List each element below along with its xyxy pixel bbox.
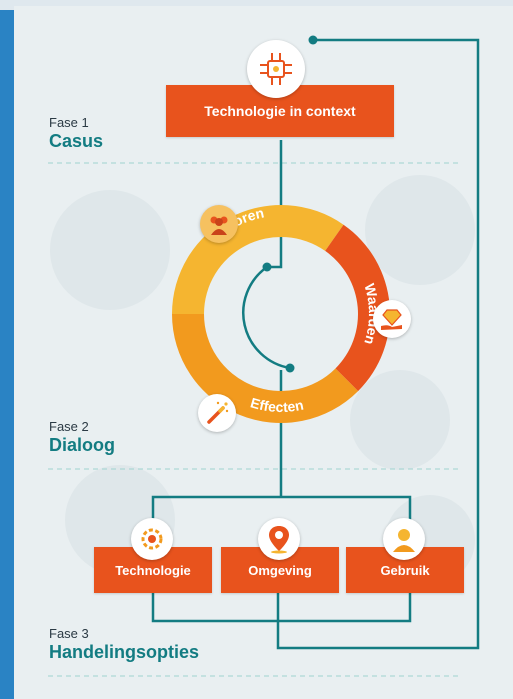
- phase-1-number: Fase 1: [49, 115, 89, 130]
- gear-head-icon: [131, 518, 173, 560]
- phase-3: Fase 3 Handelingsopties: [49, 626, 199, 663]
- location-pin-icon: [258, 518, 300, 560]
- phase-2-name: Dialoog: [49, 435, 115, 455]
- ring-label-effecten: Effecten: [249, 394, 305, 415]
- phase-3-number: Fase 3: [49, 626, 89, 641]
- diamond-hand-icon: [373, 300, 411, 338]
- option-gebruik: Gebruik: [346, 547, 464, 593]
- phase-3-name: Handelingsopties: [49, 642, 200, 662]
- phase-1-name: Casus: [49, 131, 104, 151]
- option-technologie-label: Technologie: [115, 562, 191, 578]
- technology-in-context-label: Technologie in context: [204, 103, 356, 119]
- people-icon: [200, 205, 238, 243]
- ring-segment-waarden: [325, 224, 390, 392]
- circuit-icon: [247, 40, 305, 98]
- option-omgeving-label: Omgeving: [248, 562, 312, 578]
- magic-wand-icon: [198, 394, 236, 432]
- phase-2-number: Fase 2: [49, 419, 89, 434]
- person-icon: [383, 518, 425, 560]
- option-gebruik-label: Gebruik: [380, 562, 430, 578]
- phase-2: Fase 2 Dialoog: [49, 419, 115, 456]
- phase-1: Fase 1 Casus: [49, 115, 103, 152]
- top-edge: [0, 0, 513, 10]
